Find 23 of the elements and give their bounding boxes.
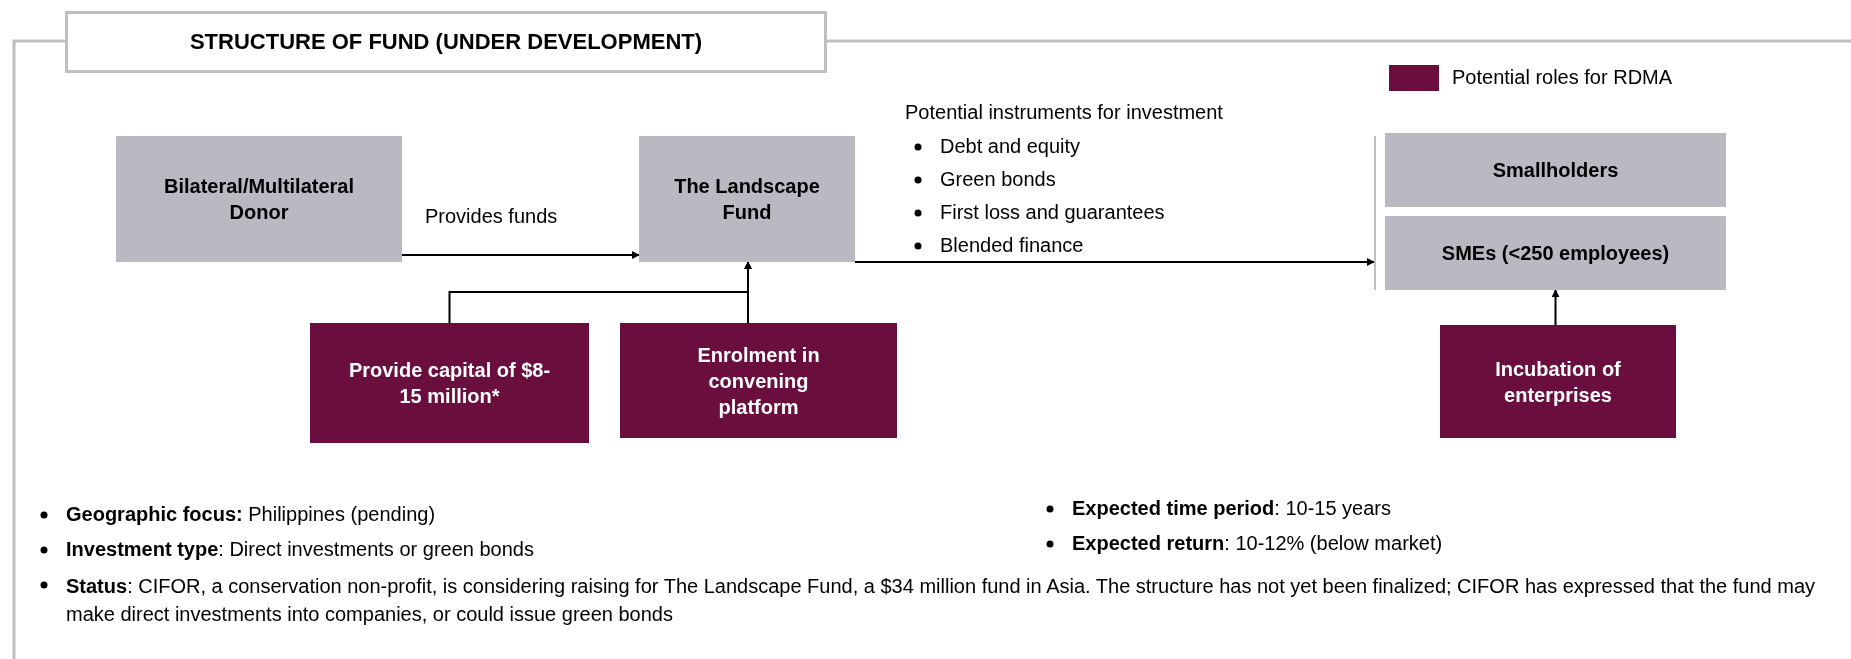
- process-box: Incubation of enterprises: [1440, 325, 1676, 438]
- legend-label: Potential roles for RDMA: [1452, 65, 1673, 90]
- bullet-item: Geographic focus: Philippines (pending): [66, 502, 437, 527]
- process-box: Smallholders: [1385, 133, 1726, 207]
- arrow: [744, 261, 752, 324]
- bullet-item: Status: CIFOR, a conservation non-profit, is considering raising for The Landscape Fund, a $34 million fund in Asia. The structure has not yet been finalized; CIFOR has expressed that the fund may make direct investments into companies, or could issue green bonds: [66, 574, 1817, 627]
- process-box: Provide capital of $8-15 million*: [310, 323, 589, 443]
- bullet-item: Debt and equity: [940, 134, 1082, 159]
- bullet-item: Blended finance: [940, 233, 1085, 258]
- arrow: [401, 251, 640, 259]
- bullet-item: First loss and guarantees: [940, 200, 1166, 225]
- process-box: The Landscape Fund: [639, 136, 855, 262]
- bullet-item: Investment type: Direct investments or green bonds: [66, 537, 535, 562]
- process-box: Enrolment in convening platform: [620, 323, 897, 438]
- bullet-item: Expected time period: 10-15 years: [1072, 496, 1392, 521]
- arrow: [1551, 289, 1560, 326]
- title-banner: STRUCTURE OF FUND (UNDER DEVELOPMENT): [65, 11, 827, 73]
- bullet-item: Green bonds: [940, 167, 1057, 192]
- bullet-item: Expected return: 10-12% (below market): [1072, 531, 1444, 556]
- process-box: SMEs (<250 employees): [1385, 216, 1726, 290]
- list-heading: Potential instruments for investment: [905, 100, 1224, 125]
- process-box: Bilateral/Multilateral Donor: [116, 136, 402, 262]
- arrow: [854, 258, 1375, 266]
